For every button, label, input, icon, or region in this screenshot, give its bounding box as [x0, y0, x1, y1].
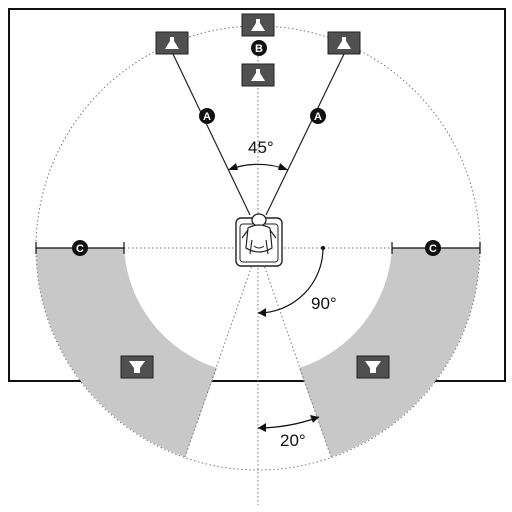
rear-left-boundary — [184, 247, 259, 458]
speaker-icon — [365, 361, 381, 373]
right-surround-zone — [299, 248, 480, 457]
rear-right-boundary — [257, 247, 332, 458]
guide-lines — [36, 48, 480, 505]
side-angle-arc — [257, 247, 324, 314]
speaker-front-center-bottom — [241, 63, 275, 87]
speaker-front-center-top — [241, 13, 275, 37]
front-angle-label: 45° — [248, 138, 274, 157]
speaker-icon — [251, 69, 265, 81]
speaker-icon — [251, 19, 265, 31]
svg-text:B: B — [255, 43, 263, 55]
marker-badge-c-left: C — [72, 240, 88, 256]
room-outline — [8, 8, 506, 382]
speaker-front-left — [155, 31, 189, 55]
surround-zones — [36, 248, 480, 457]
speaker-icon — [165, 37, 179, 49]
rear-angle-label: 20° — [280, 431, 306, 450]
svg-text:A: A — [314, 111, 322, 123]
front-speaker-lines — [172, 53, 345, 216]
left-surround-zone — [36, 248, 217, 457]
side-arc-start-dot — [321, 246, 325, 250]
listener-sofa-icon — [235, 213, 283, 267]
marker-badge-c-right: C — [425, 240, 441, 256]
svg-text:C: C — [76, 243, 84, 255]
svg-text:C: C — [429, 243, 437, 255]
left-speaker-line — [172, 53, 251, 216]
marker-badge-a-right: A — [310, 108, 326, 124]
marker-badge-b: B — [251, 40, 267, 56]
speaker-icon — [129, 361, 145, 373]
speaker-front-right — [327, 31, 361, 55]
arc-arrowheads — [228, 163, 319, 432]
speaker-icon — [337, 37, 351, 49]
speaker-surround-right — [356, 355, 390, 379]
rear-angle-arc — [257, 416, 320, 429]
speaker-surround-left — [120, 355, 154, 379]
marker-badge-a-left: A — [199, 108, 215, 124]
side-angle-label: 90° — [311, 294, 337, 313]
right-speaker-line — [265, 53, 345, 216]
svg-text:A: A — [203, 111, 211, 123]
